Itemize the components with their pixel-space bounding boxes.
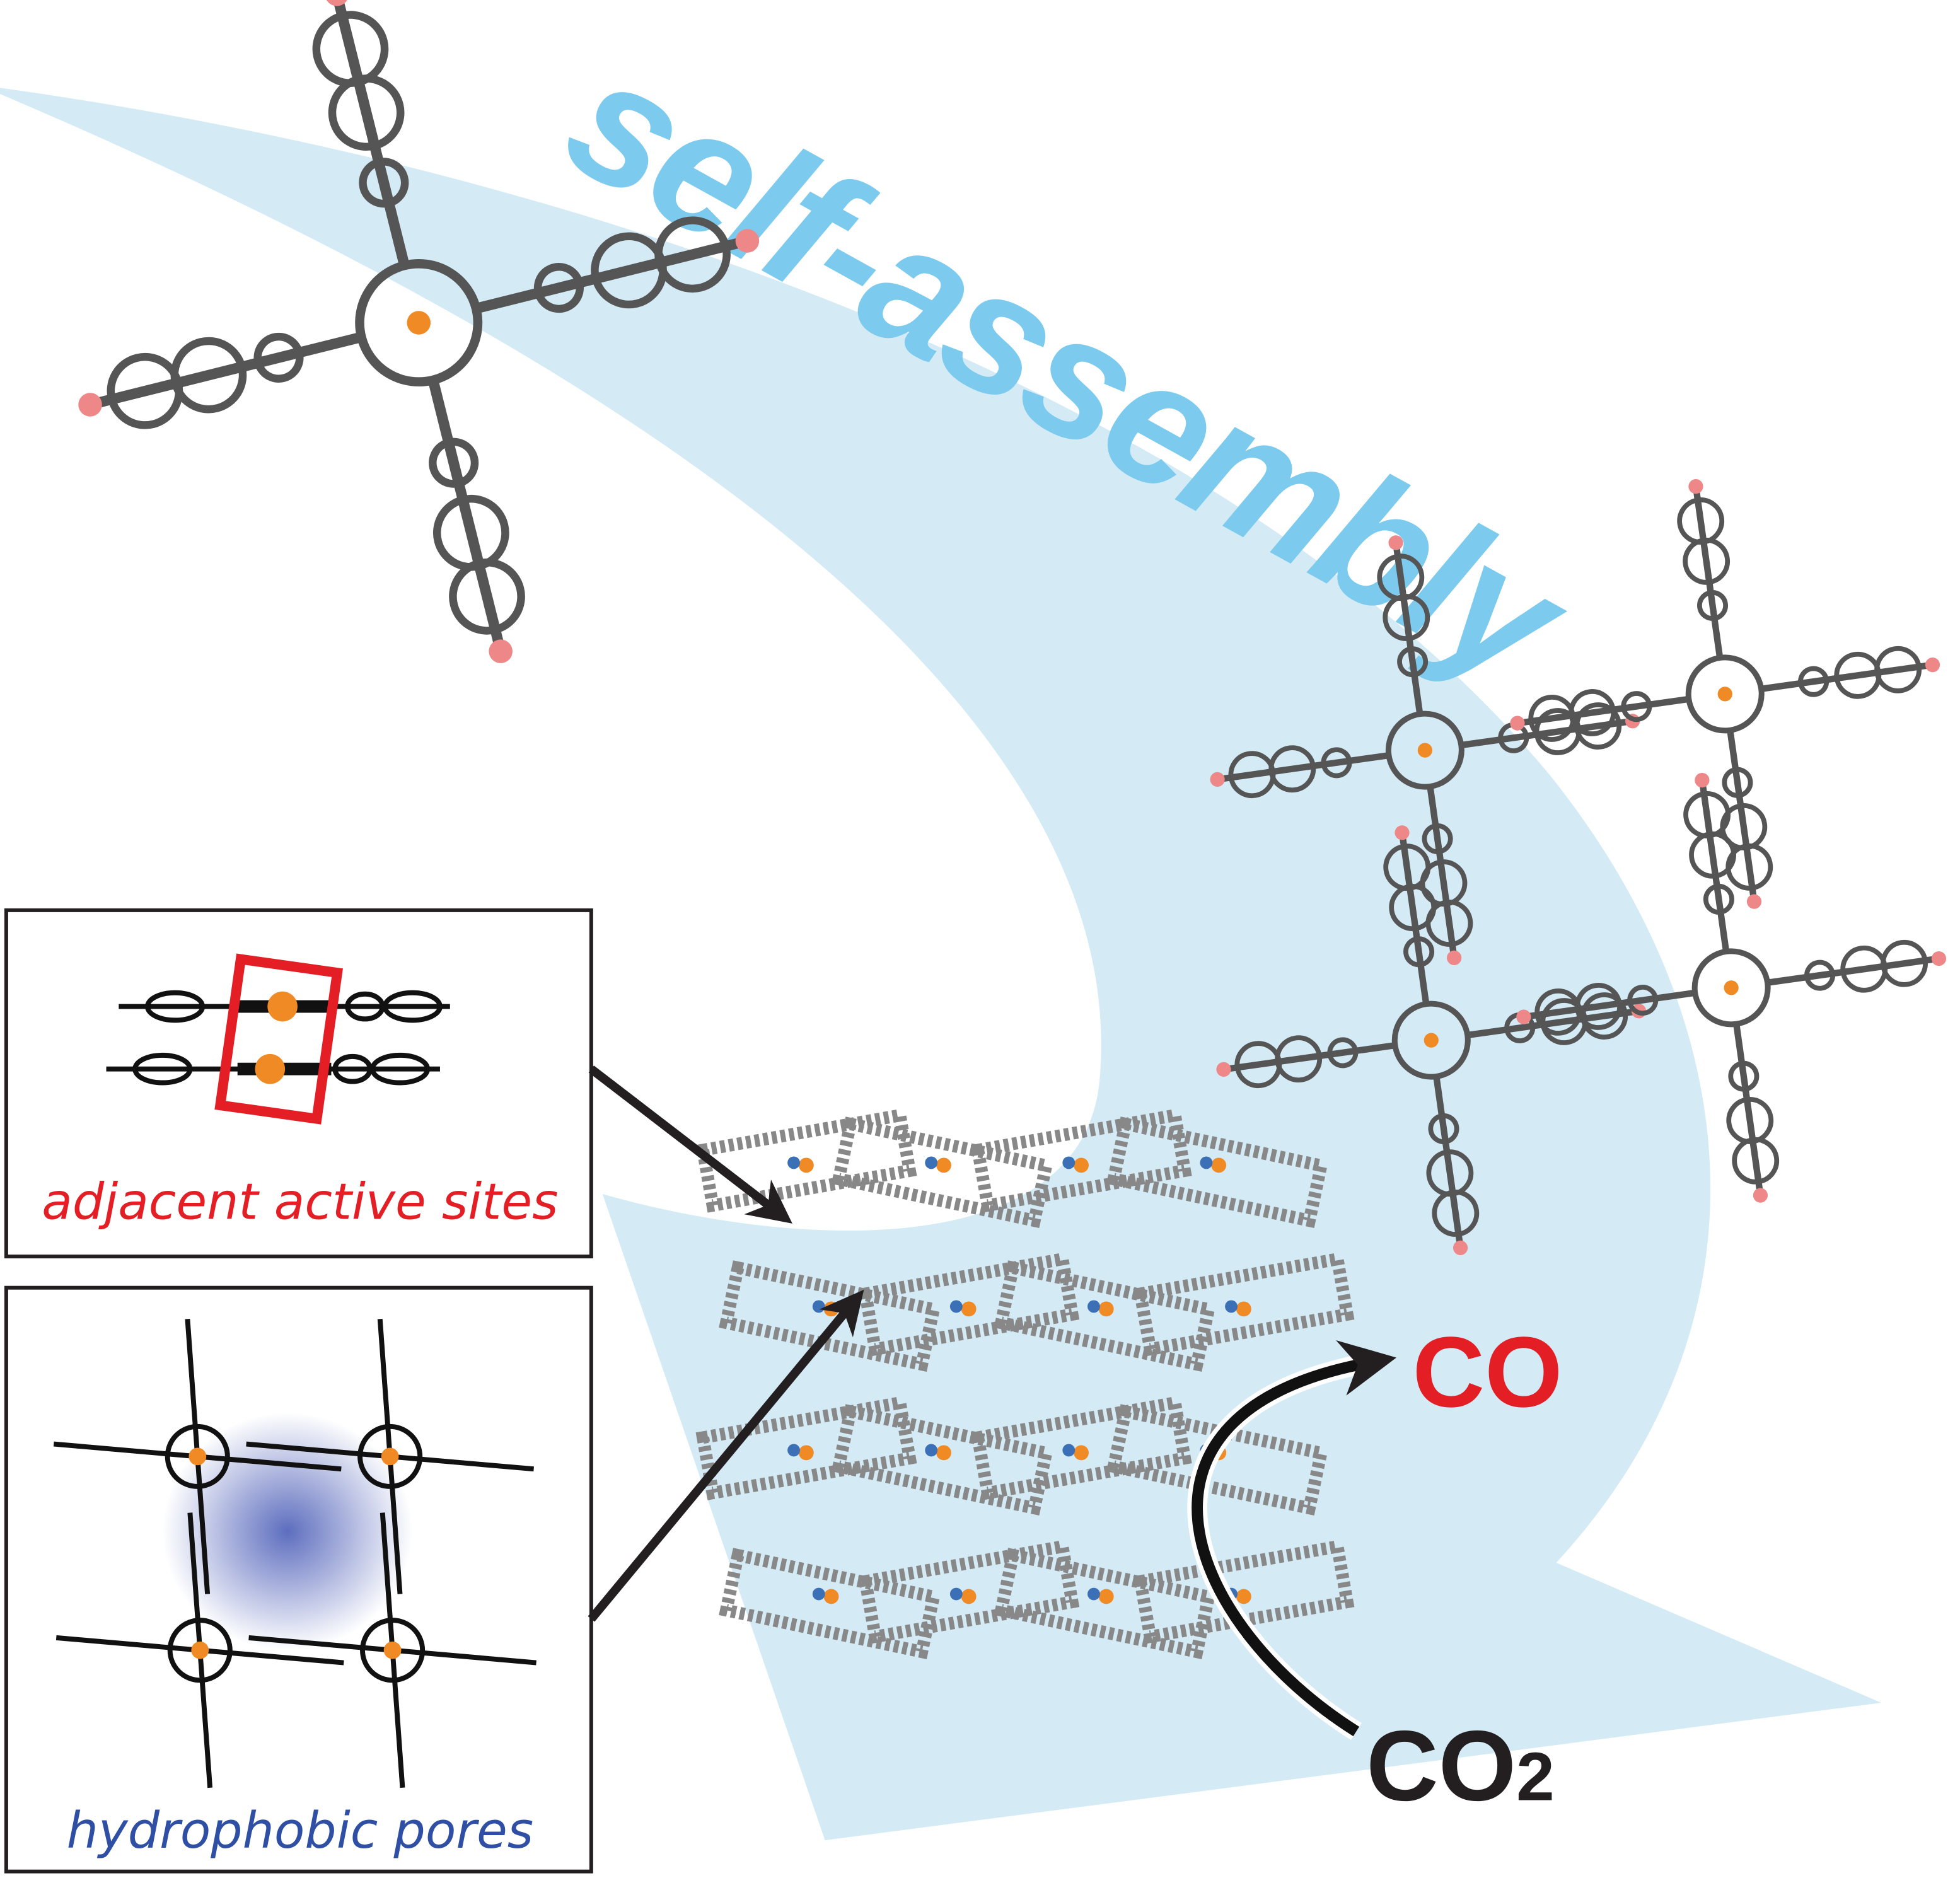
pointer-arrow-pores (588, 1289, 864, 1622)
metal-center (407, 311, 431, 335)
metal-site (255, 1053, 286, 1084)
highlight-box (214, 953, 343, 1125)
caption-adjacent-active-sites: adjacent active sites (42, 1173, 558, 1231)
framework-node (695, 1395, 917, 1500)
metal-center (1424, 1033, 1439, 1048)
co2-main: CO (1366, 1710, 1516, 1822)
framework-node (858, 1539, 1080, 1644)
porphyrin-molecules (78, 0, 1947, 1255)
framework-node (994, 1548, 1216, 1660)
porphyrin-sketch (53, 1318, 342, 1594)
porphyrin-sketch (246, 1318, 534, 1594)
product-co: CO (1413, 1316, 1563, 1428)
caption-hydrophobic-pores: hydrophobic pores (67, 1801, 533, 1860)
framework-node (695, 1108, 917, 1213)
porous-framework (695, 1108, 1355, 1660)
framework-node (1106, 1116, 1329, 1228)
framework-node (970, 1108, 1192, 1213)
porphyrin-sketch (55, 1512, 344, 1788)
self-assembly-swoosh (0, 88, 1882, 1841)
framework-node (858, 1251, 1080, 1357)
framework-node (1133, 1251, 1355, 1357)
framework-node (994, 1260, 1216, 1372)
co2-subscript: 2 (1516, 1739, 1555, 1816)
inset-adjacent-active-sites: adjacent active sites (4, 908, 593, 1259)
porphyrin-molecule (1516, 772, 1947, 1203)
framework-node (970, 1395, 1192, 1500)
porphyrin-molecule (78, 0, 760, 663)
metal-site (267, 991, 298, 1022)
metal-center (1724, 980, 1739, 995)
reactant-co2: CO2 (1366, 1710, 1555, 1822)
framework-node (831, 1404, 1054, 1516)
inset-hydrophobic-pores: hydrophobic pores (4, 1285, 593, 1874)
porphyrin-sketch (248, 1512, 536, 1788)
porphyrin-molecule (1210, 535, 1640, 965)
pointer-arrow-active-sites (588, 1065, 792, 1224)
metal-center (1417, 743, 1432, 758)
metal-center (1717, 687, 1732, 702)
porphyrin-molecule (1510, 478, 1940, 909)
framework-node (831, 1116, 1054, 1228)
framework-node (719, 1548, 941, 1660)
